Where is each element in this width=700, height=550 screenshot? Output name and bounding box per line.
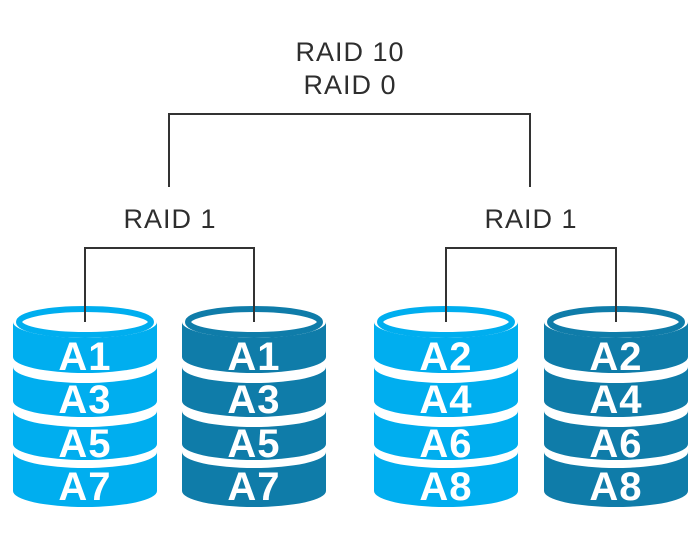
disk-block-label: A7 [227,465,280,509]
disk-block-label: A2 [419,335,472,379]
disk-block-label: A8 [419,465,472,509]
disk-block-label: A5 [227,422,280,466]
disk-stack-3: A2 A4 A6 A8 [371,300,521,512]
disk-block-label: A3 [227,378,280,422]
title-raid10: RAID 10 [295,37,405,67]
diagram-title: RAID 10 RAID 0 [0,36,700,102]
raid1-label-left: RAID 1 [123,204,217,234]
disk-stack-4: A2 A4 A6 A8 [541,300,691,512]
disk-block-label: A3 [58,378,111,422]
disk-block-label: A4 [419,378,472,422]
raid0-bracket-line [168,113,531,187]
disk-block-label: A8 [589,465,642,509]
disk-block-label: A5 [58,422,111,466]
raid1-label-right: RAID 1 [484,204,578,234]
disk-block-label: A7 [58,465,111,509]
disk-stack-1: A1 A3 A5 A7 [10,300,160,512]
disk-block-label: A2 [589,335,642,379]
disk-block-label: A1 [58,335,111,379]
disk-block-label: A6 [589,422,642,466]
disk-block-label: A4 [589,378,642,422]
disk-block-label: A6 [419,422,472,466]
title-raid0: RAID 0 [303,70,397,100]
disk-block-label: A1 [227,335,280,379]
disk-stack-2: A1 A3 A5 A7 [179,300,329,512]
